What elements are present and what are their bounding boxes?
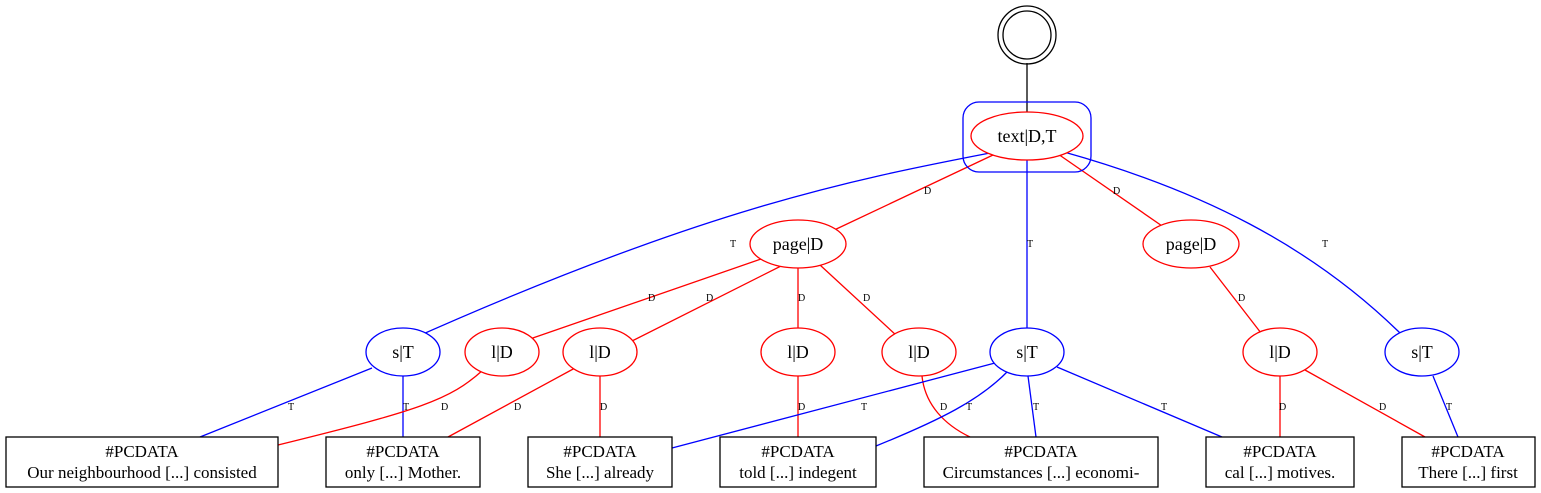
leaf-node-6-title: #PCDATA bbox=[1243, 442, 1317, 461]
edge-label-d: D bbox=[1113, 186, 1120, 197]
edge-label-d: D bbox=[940, 402, 947, 413]
edge-label-d: D bbox=[441, 402, 448, 413]
edge-s2-leaf4 bbox=[875, 370, 1009, 447]
edge-l1-leaf1 bbox=[277, 369, 484, 446]
edge-label-d: D bbox=[706, 293, 713, 304]
l-node-2[interactable] bbox=[562, 327, 638, 377]
l-node-1[interactable] bbox=[464, 327, 540, 377]
page-node-2[interactable] bbox=[1142, 219, 1240, 269]
leaf-node-4-text: told [...] indegent bbox=[739, 463, 857, 482]
edge-label-d: D bbox=[863, 293, 870, 304]
leaf-node-5-title: #PCDATA bbox=[1004, 442, 1078, 461]
leaf-node-5[interactable]: #PCDATA Circumstances [...] economi- bbox=[923, 436, 1159, 488]
edge-label-t: T bbox=[966, 402, 972, 413]
leaf-node-1-text: Our neighbourhood [...] consisted bbox=[27, 463, 257, 482]
l-node-5-label: l|D bbox=[1269, 342, 1291, 362]
text-node[interactable] bbox=[970, 111, 1084, 161]
l-node-3-label: l|D bbox=[787, 342, 809, 362]
edge-l5-leaf7 bbox=[1304, 369, 1426, 438]
edge-l4-leaf5 bbox=[921, 375, 971, 438]
edge-label-d: D bbox=[924, 186, 931, 197]
edge-page2-l5 bbox=[1209, 266, 1262, 334]
edge-s2-leaf5 bbox=[1027, 375, 1037, 438]
leaf-node-3-title: #PCDATA bbox=[563, 442, 637, 461]
leaf-node-3-text: She [...] already bbox=[546, 463, 655, 482]
text-node-cluster bbox=[962, 101, 1092, 173]
edge-text-page2 bbox=[1057, 153, 1166, 229]
edge-s3-leaf7 bbox=[1432, 375, 1459, 438]
edge-label-d: D bbox=[648, 293, 655, 304]
edge-s2-leaf6 bbox=[1056, 366, 1223, 438]
l-node-4-label: l|D bbox=[908, 342, 930, 362]
l-node-3[interactable] bbox=[760, 327, 836, 377]
leaf-node-7[interactable]: #PCDATA There [...] first bbox=[1401, 436, 1536, 488]
edge-label-t: T bbox=[288, 402, 294, 413]
edge-label-t: T bbox=[1446, 402, 1452, 413]
edge-l2-leaf2 bbox=[447, 367, 576, 438]
leaf-node-2-text: only [...] Mother. bbox=[345, 463, 461, 482]
l-node-4[interactable] bbox=[881, 327, 957, 377]
s-node-1[interactable] bbox=[365, 327, 441, 377]
edge-label-t: T bbox=[1322, 239, 1328, 250]
edge-text-page1 bbox=[829, 154, 994, 233]
edge-label-d: D bbox=[600, 402, 607, 413]
page-node-1-label: page|D bbox=[773, 234, 824, 254]
s-node-3[interactable] bbox=[1384, 327, 1460, 377]
l-node-1-label: l|D bbox=[491, 342, 513, 362]
s-node-1-label: s|T bbox=[392, 342, 414, 362]
edge-label-d: D bbox=[1279, 402, 1286, 413]
leaf-node-1[interactable]: #PCDATA Our neighbourhood [...] consiste… bbox=[5, 436, 279, 488]
edge-label-t: T bbox=[730, 239, 736, 250]
s-node-2[interactable] bbox=[989, 327, 1065, 377]
edge-s2-leaf3 bbox=[671, 362, 996, 449]
leaf-node-4-title: #PCDATA bbox=[761, 442, 835, 461]
edge-label-t: T bbox=[1033, 402, 1039, 413]
edge-label-d: D bbox=[1379, 402, 1386, 413]
edge-label-t: T bbox=[1027, 239, 1033, 250]
edge-page1-l4 bbox=[819, 264, 898, 337]
double-circle-start-icon bbox=[997, 5, 1057, 65]
leaf-node-3[interactable]: #PCDATA She [...] already bbox=[527, 436, 673, 488]
text-node-label: text|D,T bbox=[997, 126, 1056, 146]
leaf-node-6[interactable]: #PCDATA cal [...] motives. bbox=[1205, 436, 1355, 488]
leaf-node-4[interactable]: #PCDATA told [...] indegent bbox=[719, 436, 877, 488]
leaf-node-6-text: cal [...] motives. bbox=[1225, 463, 1335, 482]
l-node-5[interactable] bbox=[1242, 327, 1318, 377]
leaf-node-1-title: #PCDATA bbox=[105, 442, 179, 461]
leaf-node-2-title: #PCDATA bbox=[366, 442, 440, 461]
page-node-1[interactable] bbox=[749, 219, 847, 269]
page-node-2-label: page|D bbox=[1166, 234, 1217, 254]
s-node-3-label: s|T bbox=[1411, 342, 1433, 362]
edge-page1-l1 bbox=[526, 257, 765, 341]
leaf-node-2[interactable]: #PCDATA only [...] Mother. bbox=[325, 436, 481, 488]
edge-text-s3 bbox=[1063, 151, 1401, 334]
s-node-2-label: s|T bbox=[1016, 342, 1038, 362]
edge-label-d: D bbox=[798, 402, 805, 413]
leaf-node-5-text: Circumstances [...] economi- bbox=[943, 463, 1140, 482]
edge-label-d: D bbox=[798, 293, 805, 304]
leaf-node-7-title: #PCDATA bbox=[1431, 442, 1505, 461]
leaf-node-7-text: There [...] first bbox=[1418, 463, 1518, 482]
edge-label-d: D bbox=[1238, 293, 1245, 304]
edge-text-s1 bbox=[404, 152, 991, 343]
edge-s1-leaf1 bbox=[199, 367, 373, 438]
edge-label-d: D bbox=[514, 402, 521, 413]
edge-label-t: T bbox=[1161, 402, 1167, 413]
l-node-2-label: l|D bbox=[589, 342, 611, 362]
edge-label-t: T bbox=[861, 402, 867, 413]
edge-label-t: T bbox=[403, 402, 409, 413]
edge-page1-l2 bbox=[631, 263, 786, 342]
